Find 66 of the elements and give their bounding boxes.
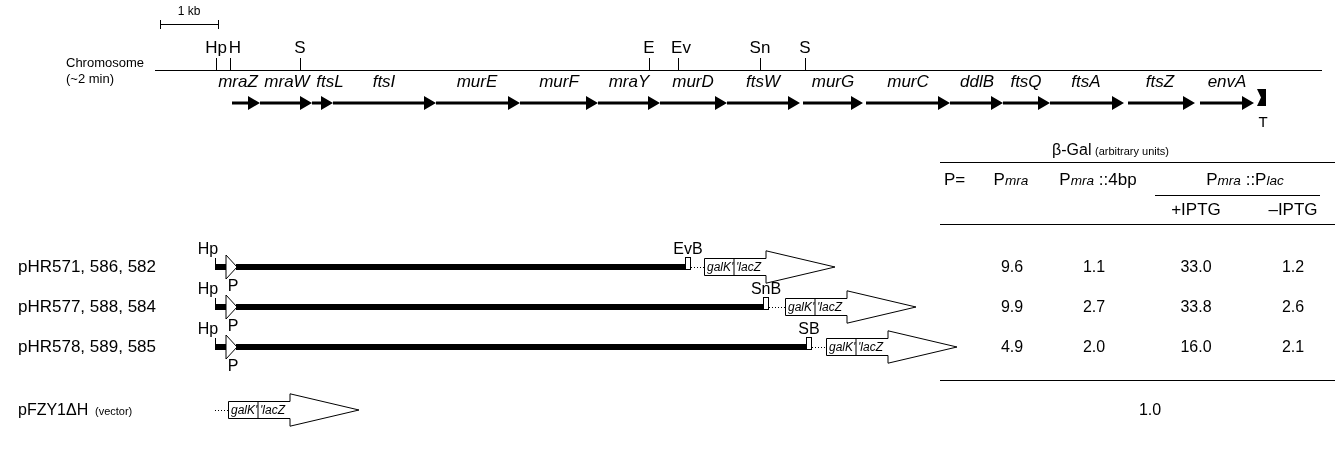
gene-name: ddlB [960,73,994,91]
value-cell: 4.9 [1000,338,1024,356]
restriction-site-label: Hp [205,38,227,58]
gene-name: ftsQ [1010,73,1042,91]
gene-name: murG [811,73,855,91]
gene-name: mraY [608,73,650,91]
value-cell: 9.9 [1000,298,1024,316]
gene-name: galK' [788,299,815,315]
value-cell: 1.1 [1082,258,1106,276]
restriction-site-label: SnB [750,280,782,298]
gene-name: ftsI [372,73,396,91]
plasmid-name: (vector) [95,404,133,418]
gene-name: 'lacZ [736,259,761,275]
gene-name: murC [887,73,929,91]
value-cell: 1.0 [1138,401,1162,419]
gene-name: 'lacZ [260,402,285,418]
restriction-site-label: EvB [673,240,703,258]
plasmid-name: pFZY1ΔH [18,401,89,419]
promoter-label: P [227,317,239,335]
restriction-site-label: Hp [197,320,219,338]
column-header: P= [944,170,966,190]
gene-name: ftsA [1071,73,1101,91]
restriction-site-label: H [228,38,242,58]
restriction-site-label: Hp [197,280,219,298]
gene-name: murF [539,73,579,91]
value-cell: 2.7 [1082,298,1106,316]
gene-name: murD [672,73,714,91]
gene-name: 'lacZ [817,299,842,315]
value-cell: 9.6 [1000,258,1024,276]
gene-name: envA [1207,73,1247,91]
table-heading: β-Gal [1052,141,1092,159]
value-cell: 16.0 [1180,338,1212,356]
gene-name: ftsW [746,73,780,91]
value-cell: 1.2 [1281,258,1305,276]
column-header: –IPTG [1268,200,1318,220]
restriction-site-label: Sn [749,38,771,58]
restriction-site-label: E [643,38,655,58]
value-cell: 2.6 [1281,298,1305,316]
column-header: +IPTG [1171,200,1221,220]
restriction-site-label: S [294,38,306,58]
promoter-label: P [227,277,239,295]
restriction-site-label: Ev [671,38,691,58]
gene-name: mraW [264,73,310,91]
value-cell: 2.1 [1281,338,1305,356]
table-heading: (arbitrary units) [1095,144,1169,158]
restriction-site-label: S [799,38,811,58]
restriction-site-label: Hp [197,240,219,258]
gene-name: murE [456,73,498,91]
gene-name: 'lacZ [858,339,883,355]
value-cell: 33.8 [1180,298,1212,316]
gene-name: ftsZ [1145,73,1175,91]
terminator-label: T [1258,113,1268,131]
chromosome-label: Chromosome (~2 min) [66,55,146,87]
plasmid-name: pHR577, 588, 584 [18,297,156,317]
gene-name: mraZ [218,73,258,91]
gene-name: ftsL [316,73,344,91]
promoter-label: P [227,357,239,375]
scale-label: 1 kb [177,5,201,19]
gene-name: galK' [829,339,856,355]
plasmid-name: pHR578, 589, 585 [18,337,156,357]
value-cell: 2.0 [1082,338,1106,356]
restriction-site-label: SB [798,320,820,338]
value-cell: 33.0 [1180,258,1212,276]
plasmid-name: pHR571, 586, 582 [18,257,156,277]
gene-name: galK' [231,402,258,418]
gene-name: galK' [707,259,734,275]
